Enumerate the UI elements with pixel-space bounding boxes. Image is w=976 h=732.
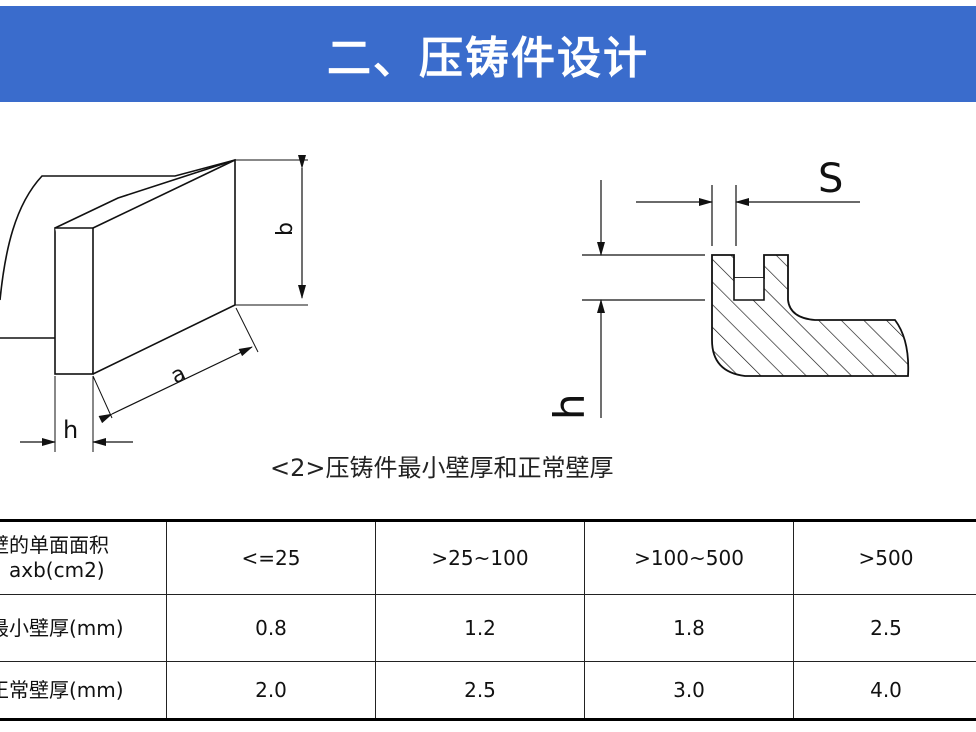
area-range-cell: >100~500: [584, 520, 794, 595]
table-cell: 3.0: [584, 661, 794, 720]
area-range-cell: >25~100: [375, 520, 585, 595]
label-b: b: [273, 222, 298, 236]
isometric-wall-drawing: [0, 158, 308, 452]
row-label: 最小壁厚(mm): [0, 594, 167, 662]
area-label-line1: 壁的单面面积: [0, 533, 109, 557]
table-cell: 1.2: [375, 594, 585, 662]
page-title: 二、压铸件设计: [327, 33, 649, 84]
table-cell: 1.8: [584, 594, 794, 662]
table-row: 正常壁厚(mm) 2.0 2.5 3.0 4.0: [0, 661, 976, 720]
dimension-a: [98, 346, 253, 424]
area-label-cell: 壁的单面面积 axb(cm2): [0, 520, 167, 595]
area-range-cell: >500: [793, 520, 976, 595]
row-label: 正常壁厚(mm): [0, 661, 167, 720]
dimension-h-section: [582, 180, 705, 418]
table-row: 最小壁厚(mm) 0.8 1.2 1.8 2.5: [0, 594, 976, 662]
table-cell: 0.8: [166, 594, 376, 662]
area-label-line2: axb(cm2): [9, 558, 105, 582]
table-cell: 2.0: [166, 661, 376, 720]
area-range-cell: <=25: [166, 520, 376, 595]
table-cell: 4.0: [793, 661, 976, 720]
wall-thickness-figure: b a h S h: [0, 155, 910, 452]
title-banner: 二、压铸件设计: [0, 6, 976, 102]
wall-thickness-table: 壁的单面面积 axb(cm2) <=25 >25~100 >100~500 >5…: [0, 519, 976, 721]
label-h-section: h: [545, 393, 594, 420]
dimension-s: [636, 185, 860, 246]
section-drawing: [711, 254, 910, 377]
figure-caption: <2>压铸件最小壁厚和正常壁厚: [270, 454, 614, 482]
table-header-row: 壁的单面面积 axb(cm2) <=25 >25~100 >100~500 >5…: [0, 520, 976, 595]
table-cell: 2.5: [375, 661, 585, 720]
table-cell: 2.5: [793, 594, 976, 662]
label-h: h: [63, 416, 78, 444]
label-s: S: [818, 156, 843, 202]
label-a: a: [167, 361, 190, 389]
